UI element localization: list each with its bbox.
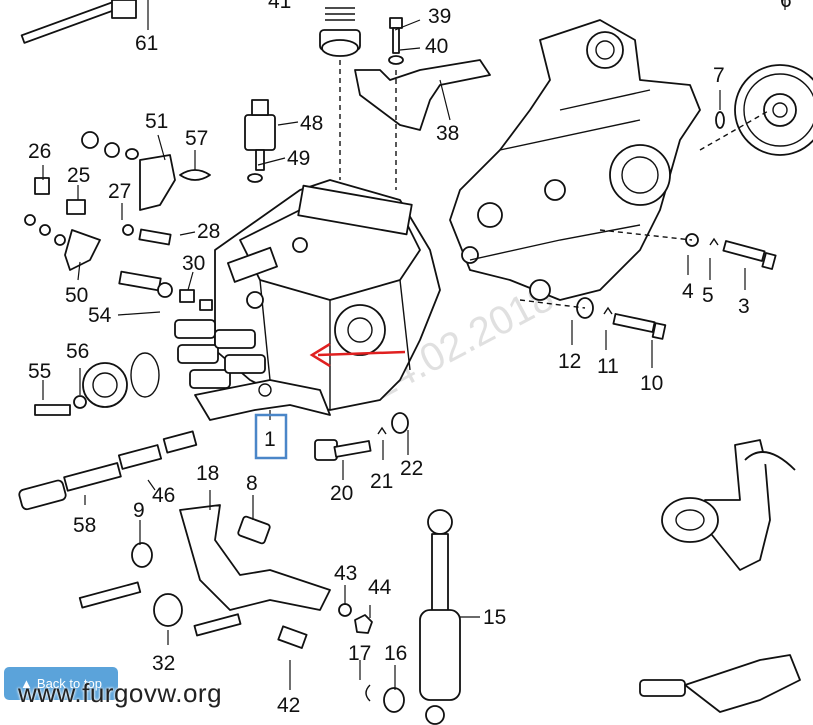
site-watermark: www.furgovw.org [18, 678, 223, 708]
callout-42: 42 [277, 694, 300, 717]
callout-26: 26 [28, 140, 51, 163]
callout-11: 11 [597, 355, 619, 378]
callout-12: 12 [558, 350, 581, 373]
callout-43: 43 [334, 562, 357, 585]
callout-39: 39 [428, 5, 451, 28]
callout-1: 1 [264, 428, 276, 451]
back-to-top-label: Back to top [36, 676, 102, 691]
fuel-pipes [639, 439, 801, 713]
callout-56: 56 [66, 340, 89, 363]
callout-32: 32 [152, 652, 175, 675]
woodruff-key [715, 111, 725, 129]
callout-55: 55 [28, 360, 51, 383]
callout-5: 5 [702, 284, 714, 307]
callout-7: 7 [713, 64, 725, 87]
arrow-up-icon: ▲ [20, 676, 33, 691]
callout-21: 21 [370, 470, 393, 493]
callout-50: 50 [65, 284, 88, 307]
lever-assembly [78, 412, 461, 725]
back-to-top-button[interactable]: ▲ Back to top [4, 667, 118, 700]
callout-16: 16 [384, 642, 407, 665]
left-small-parts [18, 131, 213, 511]
callout-8: 8 [246, 472, 258, 495]
callout-6: 6 [780, 0, 792, 12]
callout-3: 3 [738, 295, 750, 318]
callout-38: 38 [436, 122, 459, 145]
callout-25: 25 [67, 164, 90, 187]
callout-48: 48 [300, 112, 323, 135]
engine-bracket [449, 19, 701, 301]
callout-22: 22 [400, 457, 423, 480]
callout-40: 40 [425, 35, 448, 58]
red-arrow [309, 342, 406, 368]
callout-9: 9 [133, 499, 145, 522]
callout-46: 46 [152, 484, 175, 507]
leader-lines [42, 0, 786, 690]
callout-41: 41 [268, 0, 291, 13]
drive-sprocket [699, 64, 813, 156]
callout-15: 15 [483, 606, 506, 629]
callout-4: 4 [682, 280, 694, 303]
callout-10: 10 [640, 372, 663, 395]
callout-44: 44 [368, 576, 392, 599]
callout-18: 18 [196, 462, 219, 485]
callout-30: 30 [182, 252, 205, 275]
callout-27: 27 [108, 180, 131, 203]
callout-58: 58 [73, 514, 96, 537]
callout-labels: 61 41 39 40 38 48 49 51 57 26 25 27 28 3… [28, 0, 792, 717]
callout-28: 28 [197, 220, 220, 243]
callout-54: 54 [88, 304, 112, 327]
bracket-fasteners [519, 229, 777, 340]
callout-51: 51 [145, 110, 168, 133]
callout-49: 49 [287, 147, 310, 170]
callout-20: 20 [330, 482, 353, 505]
top-components [20, 0, 491, 190]
highlight-box [254, 413, 288, 460]
callout-61: 61 [135, 32, 158, 55]
callout-57: 57 [185, 127, 208, 150]
callout-17: 17 [348, 642, 371, 665]
